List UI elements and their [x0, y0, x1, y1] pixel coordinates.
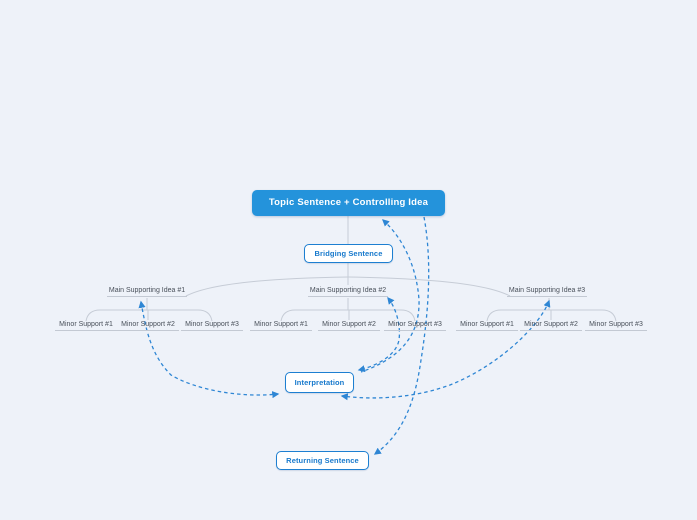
node-minor-support[interactable]: Minor Support #3: [585, 320, 647, 331]
node-minor-support[interactable]: Minor Support #3: [181, 320, 243, 331]
node-main-supporting-idea-2[interactable]: Main Supporting Idea #2: [308, 286, 388, 297]
node-returning-sentence[interactable]: Returning Sentence: [276, 451, 369, 470]
arrow-interpretation-to-main-idea-3: [340, 299, 551, 401]
node-interpretation[interactable]: Interpretation: [285, 372, 354, 393]
relationship-arrows: [138, 216, 551, 455]
arrow-interpretation-to-main-idea-1: [138, 300, 280, 399]
arrow-topic-sentence-to-returning-sentence: [373, 216, 430, 455]
node-minor-support[interactable]: Minor Support #2: [117, 320, 179, 331]
node-minor-support[interactable]: Minor Support #1: [456, 320, 518, 331]
node-minor-support[interactable]: Minor Support #2: [318, 320, 380, 331]
node-topic-sentence[interactable]: Topic Sentence + Controlling Idea: [252, 190, 445, 216]
node-main-supporting-idea-1[interactable]: Main Supporting Idea #1: [107, 286, 187, 297]
node-minor-support[interactable]: Minor Support #3: [384, 320, 446, 331]
node-minor-support[interactable]: Minor Support #1: [55, 320, 117, 331]
node-main-supporting-idea-3[interactable]: Main Supporting Idea #3: [507, 286, 587, 297]
node-minor-support[interactable]: Minor Support #2: [520, 320, 582, 331]
arrow-interpretation-to-topic-sentence: [360, 219, 420, 373]
tree-branch-lines: [85, 216, 617, 322]
node-bridging-sentence[interactable]: Bridging Sentence: [304, 244, 393, 263]
arrow-interpretation-to-main-idea-2: [357, 296, 401, 373]
node-minor-support[interactable]: Minor Support #1: [250, 320, 312, 331]
